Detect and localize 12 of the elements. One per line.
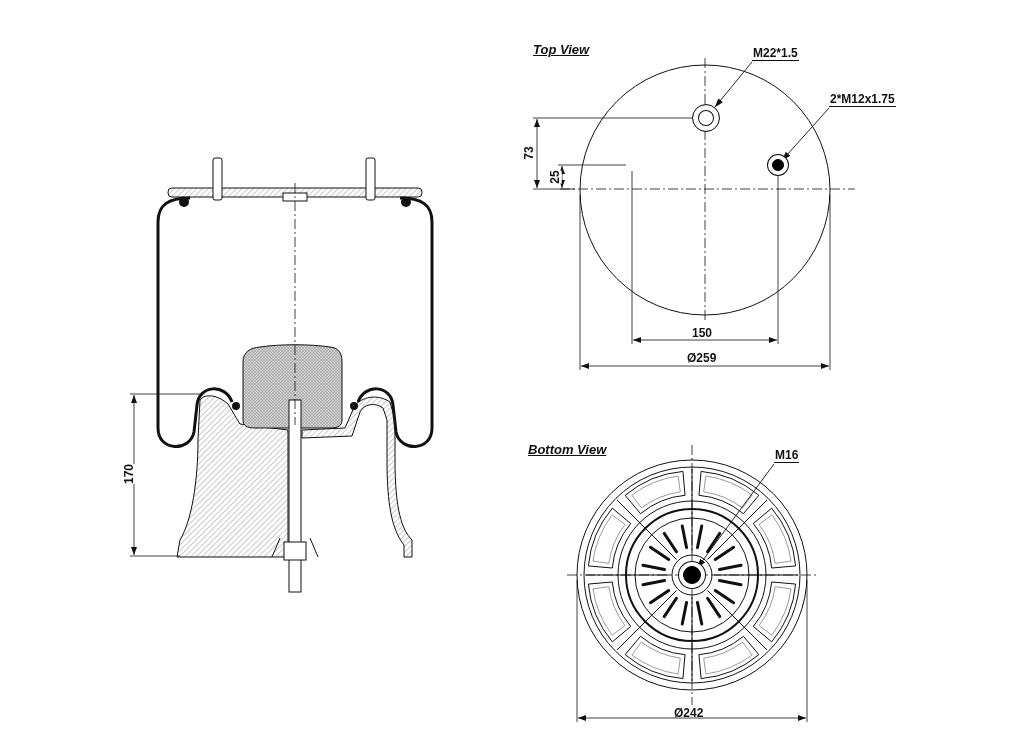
dimension-value: 150 — [692, 326, 713, 340]
dimension-value: Ø259 — [687, 351, 717, 365]
thread-callout: 2*M12x1.75 — [829, 92, 896, 107]
thread-callout: M22*1.5 — [752, 46, 799, 61]
dimension-value: 25 — [547, 170, 562, 184]
view-title: Top View — [533, 43, 590, 57]
dimension-value: 73 — [521, 146, 536, 160]
dimension-value: Ø242 — [674, 706, 704, 720]
threaded-hole — [692, 104, 720, 132]
dimension-value: 170 — [122, 464, 136, 484]
thread-callout: M16 — [774, 448, 800, 463]
view-title: Bottom View — [528, 443, 607, 457]
